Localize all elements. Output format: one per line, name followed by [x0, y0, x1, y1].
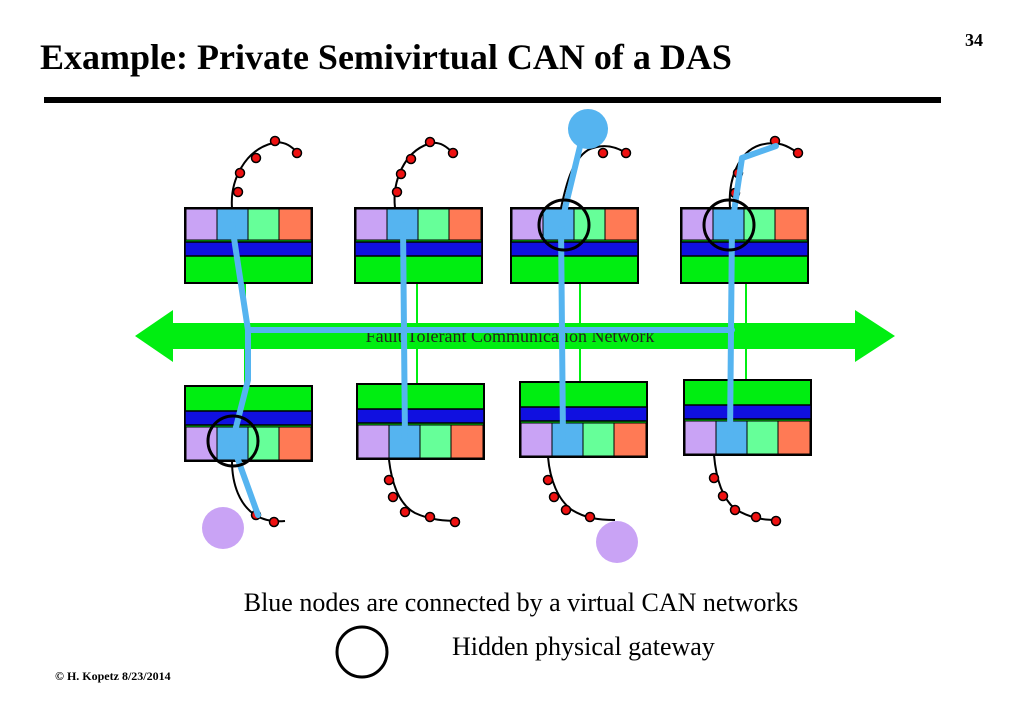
sensor-dot	[447, 147, 459, 159]
sensor-dot	[424, 511, 436, 523]
sensor-chain-top-3	[560, 145, 627, 209]
sensor-chain-bottom-2	[388, 459, 461, 522]
sensor-dot	[620, 147, 632, 159]
virtual-can-link-3	[558, 222, 566, 443]
slide-number: 34	[965, 30, 983, 50]
sensor-chain-bottom-4	[713, 454, 779, 521]
component-bottom-1	[184, 385, 313, 462]
component-top-4	[680, 207, 809, 284]
sensor-chain-top-4	[728, 142, 799, 209]
sensor-chain-bottom	[231, 454, 779, 523]
sensor-dot	[584, 511, 596, 523]
component-bottom-2	[356, 383, 485, 460]
hidden-gateway-circle-icon	[537, 198, 591, 252]
sensor-dot	[729, 504, 741, 516]
sensor-dot	[391, 186, 403, 198]
sensor-dot	[399, 506, 411, 518]
sensor-dot	[770, 515, 782, 527]
footer-author-date: © H. Kopetz 8/23/2014	[55, 669, 171, 683]
external-purple-node	[596, 521, 638, 563]
virtual-can-link-4-up	[729, 143, 779, 228]
sensor-dot	[234, 167, 246, 179]
sensor-dot	[792, 147, 804, 159]
sensor-dot	[708, 472, 720, 484]
hidden-gateway-circle-icon	[702, 198, 756, 252]
title-divider	[44, 97, 941, 103]
component-bottom-3	[519, 381, 648, 458]
virtual-can-network	[229, 127, 779, 518]
sensor-dots-bottom	[250, 472, 782, 528]
sensor-dot	[750, 511, 762, 523]
sensor-dot	[395, 168, 407, 180]
diagram-caption: Blue nodes are connected by a virtual CA…	[243, 588, 799, 617]
hidden-gateway-circle-icon	[335, 625, 389, 679]
virtual-can-link-2	[400, 222, 408, 444]
sensor-dots-top	[232, 135, 804, 199]
sensor-dot	[424, 136, 436, 148]
legend-label: Hidden physical gateway	[452, 632, 715, 661]
sensor-chain-bottom-3	[547, 456, 616, 521]
external-blue-node	[568, 109, 608, 149]
slide-title: Example: Private Semivirtual CAN of a DA…	[40, 37, 732, 77]
virtual-can-link-1	[229, 222, 261, 518]
sensor-dot	[548, 491, 560, 503]
component-top-1	[184, 207, 313, 284]
sensor-dot	[250, 152, 262, 164]
sensor-dot	[405, 153, 417, 165]
component-top-3	[510, 207, 639, 284]
hidden-gateways	[206, 198, 756, 468]
sensor-dot	[542, 474, 554, 486]
network-arrow	[135, 310, 895, 362]
external-purple-node	[202, 507, 244, 549]
sensor-dot	[291, 147, 303, 159]
sensor-dot	[560, 504, 572, 516]
sensor-dot	[232, 186, 244, 198]
hidden-gateway-circle-icon	[206, 414, 260, 468]
sensor-dot	[717, 490, 729, 502]
component-top-2	[354, 207, 483, 284]
sensor-dot	[449, 516, 461, 528]
sensor-dot	[387, 491, 399, 503]
sensor-dot	[268, 516, 280, 528]
sensor-dot	[597, 147, 609, 159]
virtual-can-link-4	[727, 222, 735, 441]
component-bottom-4	[683, 379, 812, 456]
sensor-dot	[383, 474, 395, 486]
sensor-dot	[269, 135, 281, 147]
